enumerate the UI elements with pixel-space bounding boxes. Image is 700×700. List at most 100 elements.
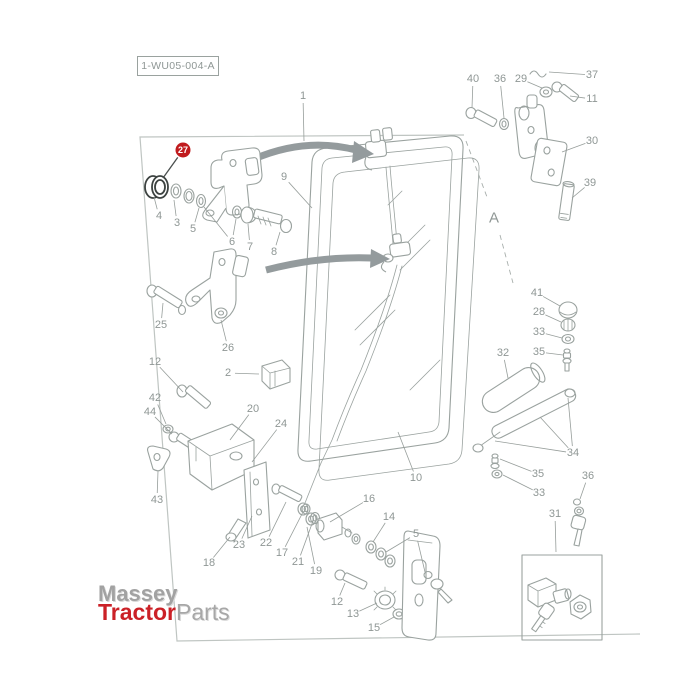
leader-line xyxy=(502,474,533,491)
leader-line xyxy=(372,522,386,543)
leader-line xyxy=(545,333,563,339)
leader-line xyxy=(154,416,173,435)
watermark: Massey TractorParts xyxy=(98,581,230,626)
leader-line xyxy=(542,296,561,307)
leader-line xyxy=(157,404,167,425)
door-striker-block xyxy=(261,359,291,390)
leader-line xyxy=(397,431,414,472)
leader-line xyxy=(161,302,164,319)
part-label-44: 44 xyxy=(144,406,156,418)
leader-line xyxy=(545,314,562,323)
part-label-19: 19 xyxy=(310,565,322,577)
part-label-40: 40 xyxy=(467,73,479,85)
leader-line xyxy=(232,218,237,236)
part-label-6: 6 xyxy=(229,236,235,248)
leader-line xyxy=(234,372,260,375)
leader-line xyxy=(173,199,177,217)
part-label-1: 1 xyxy=(300,90,306,102)
part-label-32: 32 xyxy=(497,347,509,359)
part-label-34: 34 xyxy=(567,447,579,459)
latch-assembly xyxy=(187,423,321,542)
leader-line xyxy=(385,537,411,553)
watermark-tractor: Tractor xyxy=(98,599,176,625)
leader-line xyxy=(503,359,509,379)
part-label-8: 8 xyxy=(271,246,277,258)
leader-line xyxy=(251,429,278,463)
part-label-41: 41 xyxy=(531,287,543,299)
leader-line xyxy=(494,440,567,453)
part-label-5: 5 xyxy=(413,528,419,540)
leader-line xyxy=(203,206,228,237)
part-label-21: 21 xyxy=(292,556,304,568)
part-label-28: 28 xyxy=(533,306,545,318)
part-label-9: 9 xyxy=(281,171,287,183)
leader-line xyxy=(339,582,346,596)
section-letter-label: A xyxy=(489,210,499,227)
leader-line xyxy=(247,223,250,241)
leader-line xyxy=(302,102,305,142)
pointer-arrow-middle xyxy=(265,249,390,274)
part-label-15: 15 xyxy=(368,622,380,634)
part-label-29: 29 xyxy=(515,73,527,85)
door-glass xyxy=(318,157,480,481)
part-label-42: 42 xyxy=(149,392,161,404)
leader-line xyxy=(471,85,474,109)
leader-line xyxy=(567,397,573,447)
part-label-23: 23 xyxy=(233,539,245,551)
drawing-code-box: 1-WU05-004-A xyxy=(137,56,219,76)
leader-line xyxy=(159,366,184,393)
highlighted-part-badge xyxy=(175,142,191,158)
part-label-7: 7 xyxy=(247,241,253,253)
part-label-18: 18 xyxy=(203,557,215,569)
leader-line xyxy=(359,602,378,612)
leader-line xyxy=(579,482,587,500)
part-label-12: 12 xyxy=(331,596,343,608)
leader-line xyxy=(527,81,543,89)
leader-line xyxy=(284,511,304,547)
leader-line xyxy=(545,352,564,356)
leader-line xyxy=(220,319,227,342)
upper-hinge-assembly xyxy=(202,147,293,234)
lower-hinge-assembly xyxy=(146,248,249,324)
leader-line xyxy=(329,502,364,523)
inner-door-handle xyxy=(401,530,453,641)
part-label-17: 17 xyxy=(276,547,288,559)
leader-line xyxy=(554,520,557,553)
leader-line xyxy=(156,470,159,494)
part-label-27: 27 xyxy=(178,145,188,155)
watermark-line2: TractorParts xyxy=(98,599,230,626)
leader-line xyxy=(162,156,179,179)
part-label-10: 10 xyxy=(410,472,422,484)
part-label-5: 5 xyxy=(190,223,196,235)
part-label-33: 33 xyxy=(533,487,545,499)
watermark-parts: Parts xyxy=(175,599,230,625)
leader-line xyxy=(417,540,426,573)
leader-line xyxy=(268,501,287,537)
part-label-39: 39 xyxy=(584,177,596,189)
part-label-43: 43 xyxy=(151,494,163,506)
leader-line xyxy=(300,520,314,556)
part-label-35: 35 xyxy=(533,346,545,358)
watermark-massey: Massey xyxy=(98,581,178,606)
door-top-hinge-mount xyxy=(364,127,393,171)
drawing-border xyxy=(139,134,641,642)
dimension-a-lines xyxy=(465,140,514,284)
part-label-30: 30 xyxy=(586,135,598,147)
leader-line xyxy=(548,71,586,75)
part-label-20: 20 xyxy=(247,403,259,415)
leader-line xyxy=(500,85,505,119)
leader-line xyxy=(153,196,158,210)
part-label-22: 22 xyxy=(260,537,272,549)
leader-line xyxy=(194,207,200,223)
bushing-27-highlighted xyxy=(144,175,169,199)
part-label-14: 14 xyxy=(383,511,395,523)
glass-shine-lines xyxy=(354,190,441,391)
leader-line xyxy=(379,616,395,625)
part-label-13: 13 xyxy=(347,608,359,620)
part-label-3: 3 xyxy=(174,217,180,229)
part-label-16: 16 xyxy=(363,493,375,505)
part-label-26: 26 xyxy=(222,342,234,354)
